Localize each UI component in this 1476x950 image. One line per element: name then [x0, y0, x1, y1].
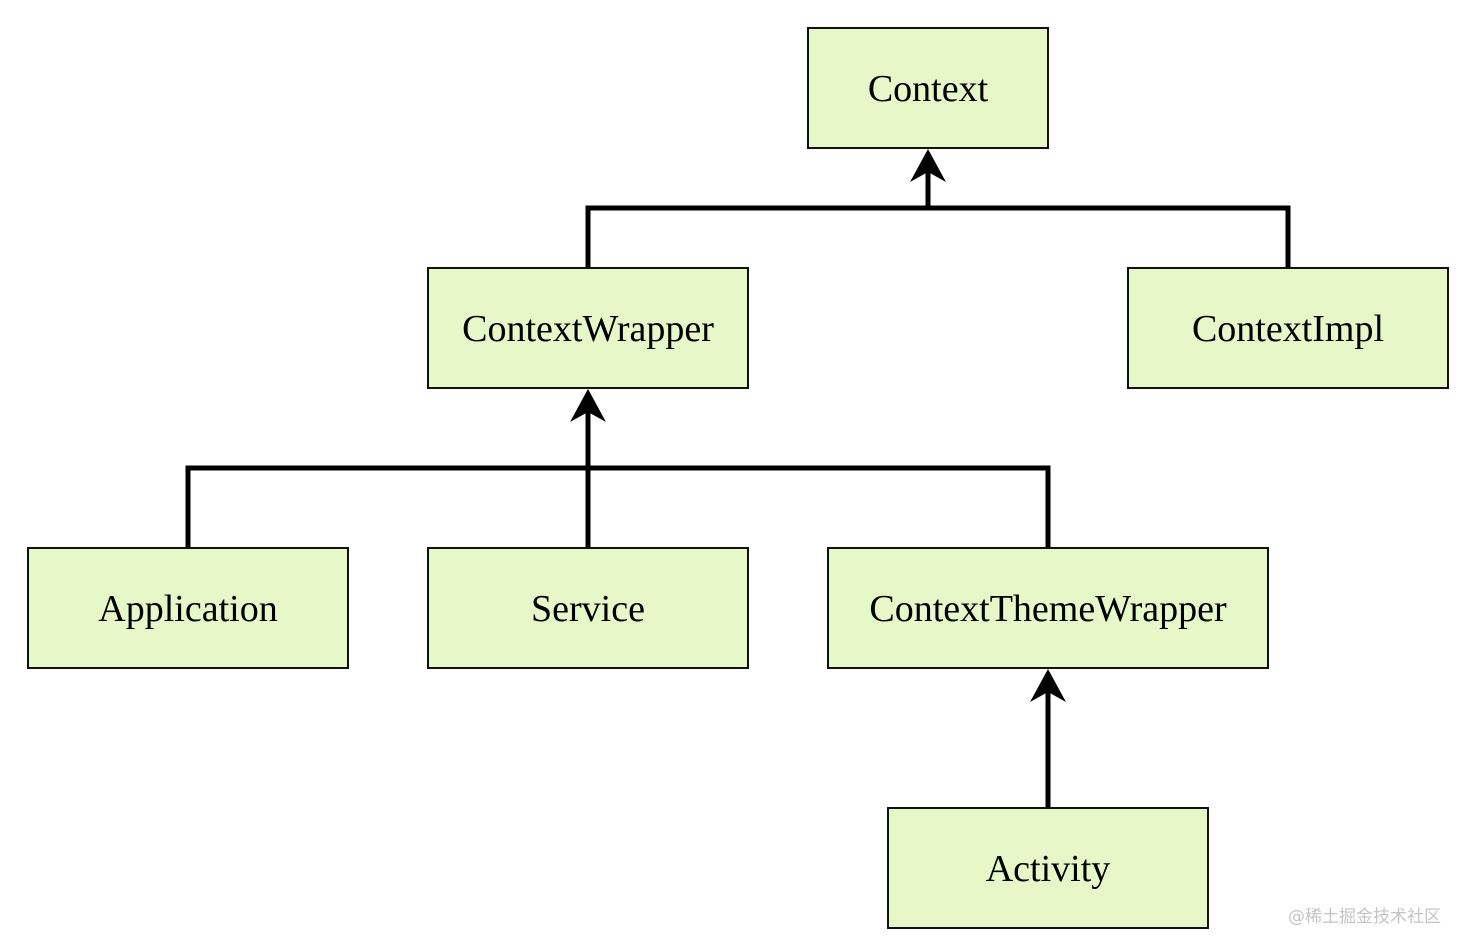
node-label: ContextWrapper	[462, 308, 714, 350]
arrowhead-contextthemewrapper	[1030, 669, 1066, 702]
edges-to-contextthemewrapper	[1030, 669, 1066, 808]
arrowhead-context	[910, 149, 946, 182]
edges-to-context	[585, 149, 1291, 268]
edge-contextimpl-to-context	[928, 205, 1291, 268]
node-activity: Activity	[887, 807, 1209, 929]
watermark-text: @稀土掘金技术社区	[1288, 907, 1441, 927]
node-application: Application	[27, 547, 349, 669]
arrowhead-contextwrapper	[570, 389, 606, 422]
node-service: Service	[427, 547, 749, 669]
edges-to-contextwrapper	[185, 389, 1051, 548]
node-context: Context	[807, 27, 1049, 149]
node-contextthemewrapper: ContextThemeWrapper	[827, 547, 1269, 669]
edge-contextthemewrapper-to-contextwrapper	[588, 465, 1051, 548]
node-label: Service	[531, 588, 645, 630]
edge-application-to-contextwrapper	[185, 465, 588, 548]
edge-contextwrapper-to-context	[585, 205, 928, 268]
node-label: Context	[868, 68, 989, 110]
node-label: ContextThemeWrapper	[869, 588, 1227, 630]
node-contextwrapper: ContextWrapper	[427, 267, 749, 389]
node-label: Activity	[986, 848, 1111, 890]
node-label: ContextImpl	[1192, 308, 1384, 350]
node-label: Application	[98, 588, 277, 630]
node-contextimpl: ContextImpl	[1127, 267, 1449, 389]
